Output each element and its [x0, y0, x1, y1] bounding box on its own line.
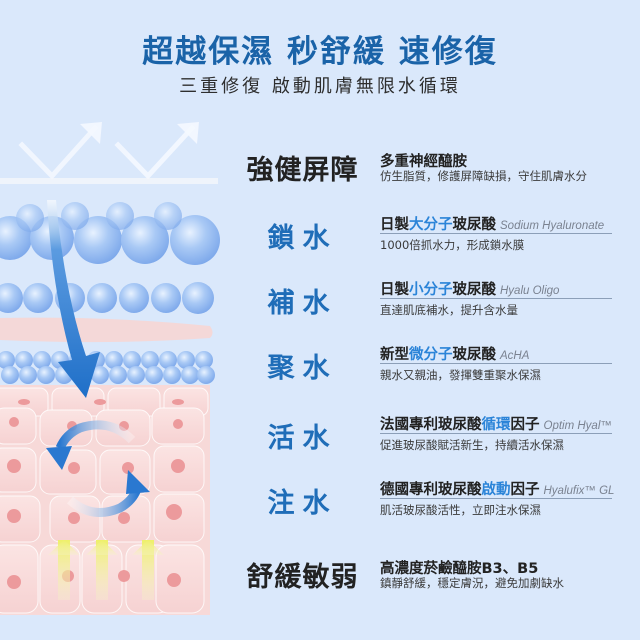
feature-desc: 仿生脂質，修護屏障缺損，守住肌膚水分: [380, 169, 587, 183]
ingredient-latin-name: Hyalu Oligo: [500, 285, 560, 297]
divider: [380, 498, 612, 499]
feature-label: 聚水: [267, 353, 338, 384]
feature-label: 注水: [267, 488, 338, 519]
feature-desc: 促進玻尿酸賦活新生，持續活水保濕: [380, 438, 564, 452]
down-arrow-icon: [47, 200, 100, 398]
feature-title: 多重神經醯胺: [380, 154, 467, 170]
feature-title: 高濃度菸鹼醯胺B3、B5: [380, 561, 539, 577]
divider: [380, 233, 612, 234]
ingredient-latin-name: Sodium Hyaluronate: [500, 220, 605, 232]
feature-label: 活水: [267, 423, 338, 454]
divider: [380, 298, 612, 299]
up-arrow-icon: [48, 540, 164, 600]
feature-desc: 肌活玻尿酸活性，立即注水保濕: [380, 503, 541, 517]
skin-cell-layer: [0, 385, 210, 615]
cycle-arrows-icon: [55, 420, 143, 517]
headline: 超越保濕 秒舒緩 速修復: [142, 34, 498, 70]
feature-row-barrier: 強健屏障 多重神經醯胺 仿生脂質，修護屏障缺損，守住肌膚水分: [240, 140, 640, 200]
small-bubble-layer: [0, 351, 215, 384]
feature-desc: 親水又親油，發揮雙重聚水保濕: [380, 368, 541, 382]
feature-label: 鎖水: [267, 223, 338, 254]
medium-bubble-layer: [0, 282, 214, 314]
feature-label: 舒緩敏弱: [246, 562, 359, 593]
divider: [380, 433, 612, 434]
feature-label: 補水: [267, 288, 338, 319]
subheadline: 三重修復 啟動肌膚無限水循環: [179, 76, 461, 97]
feature-desc: 1000倍抓水力，形成鎖水膜: [380, 238, 525, 252]
feature-desc: 鎮靜舒緩，穩定膚況，避免加劇缺水: [380, 576, 564, 590]
feature-row-soothe: 舒緩敏弱 高濃度菸鹼醯胺B3、B5 鎮靜舒緩，穩定膚況，避免加劇缺水: [240, 545, 640, 605]
feature-desc: 直達肌底補水，提升含水量: [380, 303, 518, 317]
divider: [380, 363, 612, 364]
ingredient-latin-name: AcHA: [500, 350, 530, 362]
feature-label: 強健屏障: [246, 155, 359, 186]
checkmark-arrow-icon: [18, 124, 196, 180]
ingredient-latin-name: Hyalufix™ GL: [543, 485, 615, 497]
ingredient-latin-name: Optim Hyal™: [543, 420, 612, 432]
skin-illustration: [0, 100, 240, 640]
large-bubble-layer: [0, 202, 220, 265]
